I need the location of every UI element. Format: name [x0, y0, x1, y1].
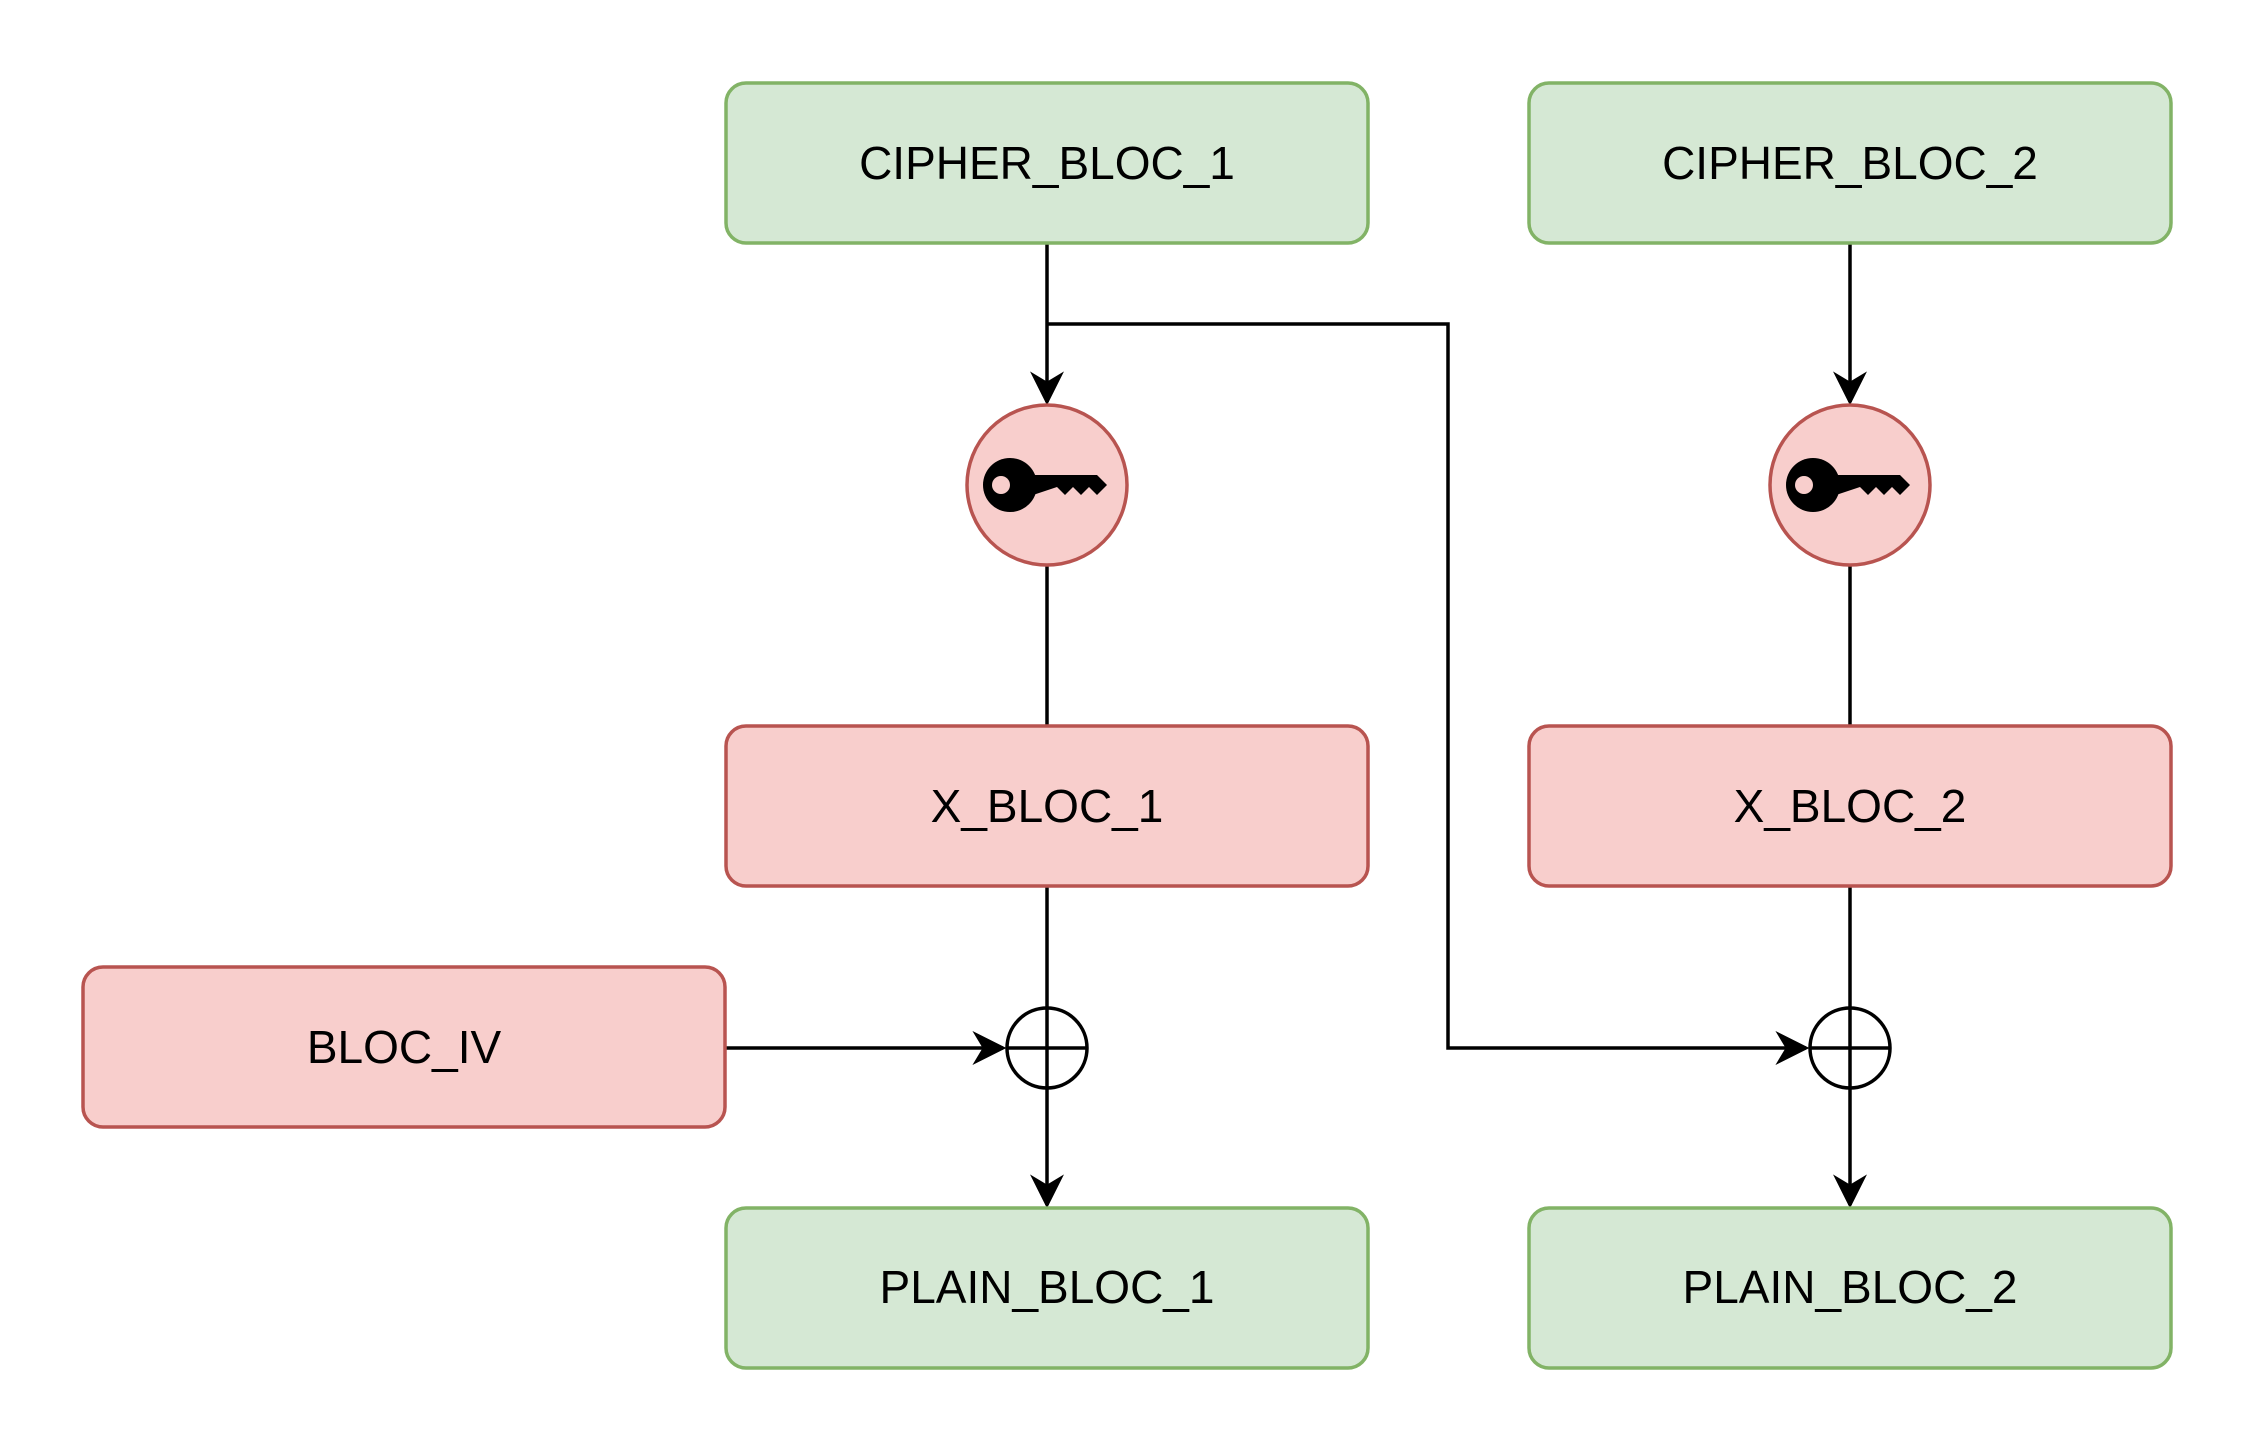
plain-bloc-1-box [724, 1206, 1370, 1370]
key-icon [1786, 458, 1910, 512]
bloc-iv-label: BLOC_IV [307, 1021, 502, 1073]
node-xor-1[interactable] [1005, 1006, 1089, 1090]
edges [725, 243, 1867, 1209]
node-cipher-bloc-2[interactable]: CIPHER_BLOC_2 [1527, 81, 2173, 245]
cipher-bloc-1-box [724, 81, 1370, 245]
cipher-bloc-2-box [1527, 81, 2173, 245]
plain-bloc-2-box [1527, 1206, 2173, 1370]
plain-bloc-1-label: PLAIN_BLOC_1 [880, 1261, 1215, 1313]
node-plain-bloc-2[interactable]: PLAIN_BLOC_2 [1527, 1206, 2173, 1370]
edge-cipher1-to-xor2 [1047, 322, 1810, 1065]
node-key-1[interactable] [965, 403, 1129, 567]
node-x-bloc-1[interactable]: X_BLOC_1 [724, 724, 1370, 888]
plain-bloc-2-label: PLAIN_BLOC_2 [1683, 1261, 2018, 1313]
bloc-iv-box [81, 965, 727, 1129]
x-bloc-2-box [1527, 724, 2173, 888]
node-cipher-bloc-1[interactable]: CIPHER_BLOC_1 [724, 81, 1370, 245]
xor-icon [1808, 1006, 1892, 1090]
cipher-bloc-1-label: CIPHER_BLOC_1 [859, 137, 1235, 189]
node-key-2[interactable] [1768, 403, 1932, 567]
x-bloc-1-box [724, 724, 1370, 888]
node-xor-2[interactable] [1808, 1006, 1892, 1090]
x-bloc-1-label: X_BLOC_1 [931, 780, 1164, 832]
key-icon [983, 458, 1107, 512]
x-bloc-2-label: X_BLOC_2 [1734, 780, 1967, 832]
node-x-bloc-2[interactable]: X_BLOC_2 [1527, 724, 2173, 888]
cipher-bloc-2-label: CIPHER_BLOC_2 [1662, 137, 2038, 189]
node-plain-bloc-1[interactable]: PLAIN_BLOC_1 [724, 1206, 1370, 1370]
node-bloc-iv[interactable]: BLOC_IV [81, 965, 727, 1129]
xor-icon [1005, 1006, 1089, 1090]
